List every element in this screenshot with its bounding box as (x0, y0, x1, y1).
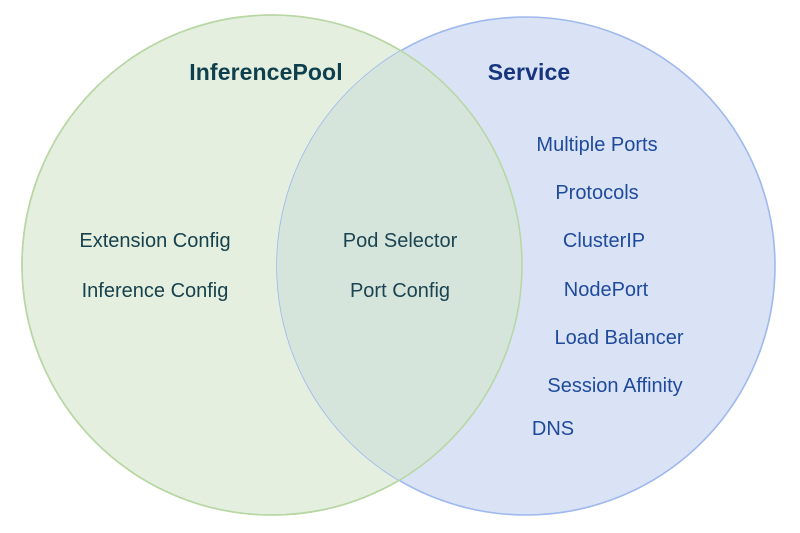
left-circle-outline (21, 14, 523, 516)
right-circle-item: ClusterIP (562, 230, 646, 252)
right-circle-item: Protocols (555, 182, 639, 204)
right-circle-item: NodePort (563, 279, 649, 301)
right-circle-item: Load Balancer (554, 327, 684, 349)
left-circle-title: InferencePool (189, 59, 343, 85)
intersection-item: Pod Selector (342, 230, 458, 252)
right-circle-item: Multiple Ports (536, 134, 658, 156)
intersection-shape (277, 17, 522, 515)
left-circle-item: Inference Config (81, 280, 229, 302)
intersection-item: Port Config (349, 280, 451, 302)
right-circle-item: DNS (531, 418, 575, 440)
right-circle-item: Session Affinity (547, 375, 683, 397)
left-circle-item: Extension Config (79, 230, 231, 252)
right-circle-title: Service (487, 59, 571, 85)
